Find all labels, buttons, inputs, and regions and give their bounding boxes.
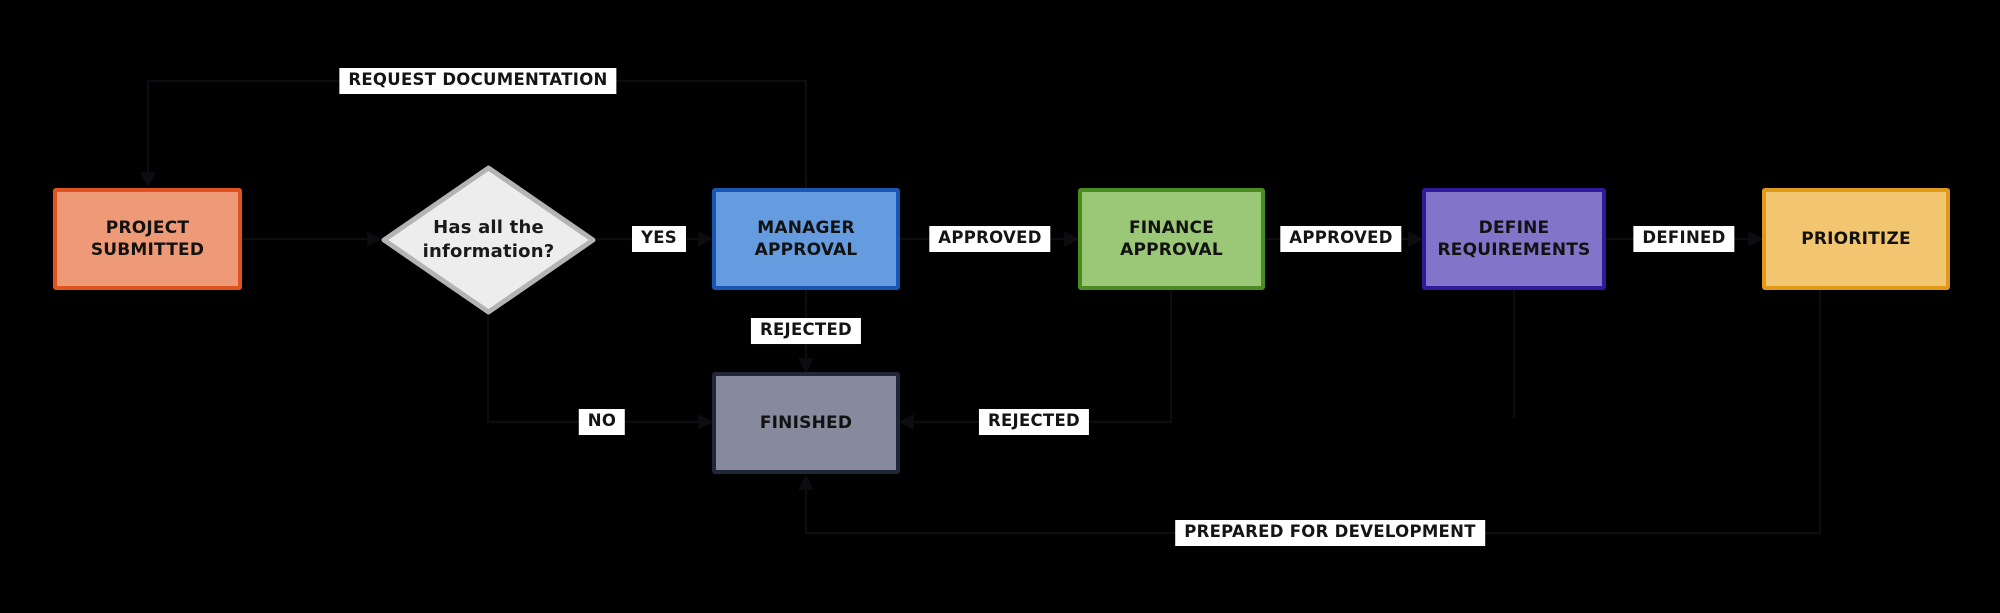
edge-label-decision-yes: YES (631, 226, 687, 252)
node-project-submitted-label: PROJECT SUBMITTED (90, 217, 205, 260)
edge-label-manager-approved: APPROVED (929, 226, 1051, 252)
node-project-submitted[interactable]: PROJECT SUBMITTED (53, 188, 242, 290)
edge-label-finance-rejected: REJECTED (978, 409, 1090, 435)
node-manager-approval[interactable]: MANAGER APPROVAL (712, 188, 900, 290)
edge-label-requirements-defined: DEFINED (1633, 226, 1735, 252)
node-define-requirements[interactable]: DEFINE REQUIREMENTS (1422, 188, 1606, 290)
node-prioritize[interactable]: PRIORITIZE (1762, 188, 1950, 290)
edge-label-finance-approved: APPROVED (1280, 226, 1402, 252)
node-has-all-information-label: Has all the information? (422, 217, 555, 262)
edge-label-manager-rejected: REJECTED (750, 318, 862, 344)
node-finished[interactable]: FINISHED (712, 372, 900, 474)
diamond-shape (381, 165, 596, 315)
edge-label-decision-no: NO (578, 409, 626, 435)
node-define-requirements-label: DEFINE REQUIREMENTS (1437, 217, 1591, 260)
edge-label-request-documentation: REQUEST DOCUMENTATION (339, 68, 617, 94)
node-manager-approval-label: MANAGER APPROVAL (754, 217, 858, 260)
edge-prepared-for-development (798, 290, 1822, 535)
node-finished-label: FINISHED (759, 412, 853, 433)
node-finance-approval-label: FINANCE APPROVAL (1120, 217, 1223, 260)
node-finance-approval[interactable]: FINANCE APPROVAL (1078, 188, 1265, 290)
node-has-all-information[interactable]: Has all the information? (381, 165, 596, 315)
node-prioritize-label: PRIORITIZE (1801, 228, 1911, 249)
edge-label-prepared-for-development: PREPARED FOR DEVELOPMENT (1175, 520, 1485, 546)
edge-decision-no (486, 300, 714, 430)
edge-finance-rejected (898, 290, 1173, 430)
